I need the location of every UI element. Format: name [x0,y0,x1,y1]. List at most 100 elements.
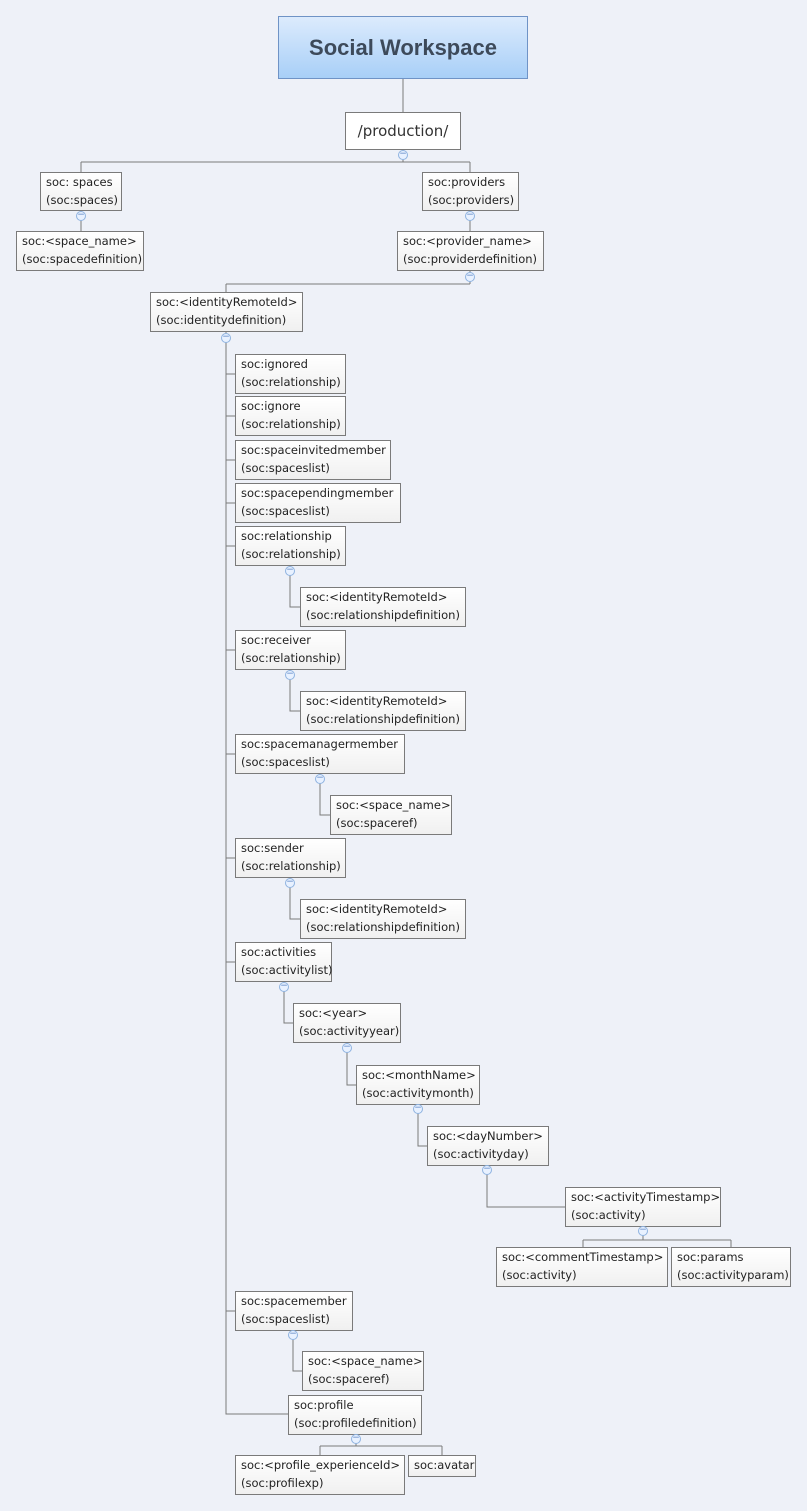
node-activityTimestamp[interactable]: soc:<activityTimestamp>(soc:activity) [565,1187,721,1227]
node-activities[interactable]: soc:activities (soc:activitylist) [235,942,332,982]
production-label: /production/ [357,122,449,140]
node-type: (soc:profiledefinition) [294,1416,417,1430]
connector-24 [582,1227,732,1247]
node-name: soc:receiver [241,633,311,647]
node-space-name[interactable]: soc:<space_name> (soc:spacedefinition) [16,231,144,271]
collapse-toggle-icon[interactable]: − [279,981,289,992]
node-identity[interactable]: soc:<identityRemoteId>(soc:identitydefin… [150,292,303,332]
collapse-toggle-icon[interactable]: − [285,669,295,680]
node-type: (soc:spaceref) [336,816,418,830]
node-name: soc:<space_name> [336,798,451,812]
node-name: soc:<provider_name> [403,234,532,248]
collapse-toggle-icon[interactable]: − [285,877,295,888]
node-type: (soc:spaceslist) [241,755,330,769]
node-spacependingmember[interactable]: soc:spacependingmember (soc:spaceslist) [235,483,401,523]
node-relationship-child[interactable]: soc:<identityRemoteId>(soc:relationshipd… [300,587,466,627]
node-name: soc:<identityRemoteId> [156,295,298,309]
node-monthName[interactable]: soc:<monthName> (soc:activitymonth) [356,1065,480,1105]
node-type: (soc:spacedefinition) [22,252,143,266]
node-name: soc:<dayNumber> [433,1129,543,1143]
collapse-toggle-icon[interactable]: − [638,1225,648,1236]
node-name: soc:<year> [299,1006,368,1020]
node-type: (soc:spaceref) [308,1372,390,1386]
node-type: (soc:relationship) [241,375,341,389]
node-relationship[interactable]: soc:relationship (soc:relationship) [235,526,346,566]
node-name: soc:spacependingmember [241,486,394,500]
collapse-toggle-icon[interactable]: − [398,149,408,160]
node-spacemanagermember[interactable]: soc:spacemanagermember(soc:spaceslist) [235,734,405,774]
node-name: soc:avatar [414,1458,475,1472]
node-sender-child[interactable]: soc:<identityRemoteId>(soc:relationshipd… [300,899,466,939]
node-ignored[interactable]: soc:ignored(soc:relationship) [235,354,346,394]
collapse-toggle-icon[interactable]: − [351,1433,361,1444]
node-ignore[interactable]: soc:ignore (soc:relationship) [235,396,346,436]
node-profile-experience[interactable]: soc:<profile_experienceId>(soc:profilexp… [235,1455,405,1495]
node-receiver-child[interactable]: soc:<identityRemoteId> (soc:relationshipd… [300,691,466,731]
node-type: (soc:providerdefinition) [403,252,538,266]
collapse-toggle-icon[interactable]: − [465,210,475,221]
node-type: (soc:relationshipdefinition) [306,920,460,934]
node-name: soc:providers [428,175,506,189]
node-type: (soc:activitylist) [241,963,333,977]
root-topic[interactable]: Social Workspace [278,16,528,79]
node-type: (soc:profilexp) [241,1476,324,1490]
node-type: (soc:relationshipdefinition) [306,712,460,726]
node-type: (soc:activity) [571,1208,646,1222]
collapse-toggle-icon[interactable]: − [288,1329,298,1340]
node-spaces[interactable]: soc: spaces (soc:spaces) [40,172,122,211]
node-type: (soc:activitymonth) [362,1086,474,1100]
node-name: soc:ignore [241,399,301,413]
connector-26 [319,1435,443,1455]
node-commentTimestamp[interactable]: soc:<commentTimestamp>(soc:activity) [496,1247,668,1287]
node-spacemember-child[interactable]: soc:<space_name> (soc:spaceref) [302,1351,424,1391]
connector-4 [225,271,471,292]
node-spaceinvitedmember[interactable]: soc:spaceinvitedmember(soc:spaceslist) [235,440,391,480]
connector-17 [289,670,300,712]
node-type: (soc:spaceslist) [241,504,330,518]
collapse-toggle-icon[interactable]: − [482,1164,492,1175]
node-name: soc: spaces [46,175,113,189]
collapse-toggle-icon[interactable]: − [342,1042,352,1053]
node-name: soc:params [677,1250,744,1264]
collapse-toggle-icon[interactable]: − [315,773,325,784]
node-name: soc:<identityRemoteId> [306,590,448,604]
collapse-toggle-icon[interactable]: − [285,565,295,576]
node-type: (soc:activityyear) [299,1024,400,1038]
node-year[interactable]: soc:<year> (soc:activityyear) [293,1003,401,1043]
connector-21 [346,1043,356,1086]
node-type: (soc:spaceslist) [241,461,330,475]
node-spacemember[interactable]: soc:spacemember(soc:spaceslist) [235,1291,353,1331]
node-name: soc:<space_name> [308,1354,423,1368]
production-node[interactable]: /production/ [345,112,461,150]
node-type: (soc:relationship) [241,859,341,873]
node-name: soc:<space_name> [22,234,137,248]
node-profile[interactable]: soc:profile(soc:profiledefinition) [288,1395,422,1435]
node-providers[interactable]: soc:providers(soc:providers) [422,172,519,211]
node-name: soc:relationship [241,529,332,543]
node-name: soc:<identityRemoteId> [306,694,448,708]
node-type: (soc:relationship) [241,417,341,431]
connector-19 [289,878,300,920]
node-avatar[interactable]: soc:avatar [408,1455,476,1477]
connector-22 [417,1105,427,1147]
root-title: Social Workspace [309,34,497,60]
connector-20 [283,982,293,1024]
node-name: soc:<monthName> [362,1068,476,1082]
node-type: (soc:spaces) [46,193,118,207]
node-name: soc:activities [241,945,317,959]
node-spacemanagermember-child[interactable]: soc:<space_name> (soc:spaceref) [330,795,452,835]
collapse-toggle-icon[interactable]: − [465,271,475,282]
connector-23 [486,1166,565,1208]
node-type: (soc:activityday) [433,1147,529,1161]
node-type: (soc:relationship) [241,651,341,665]
node-receiver[interactable]: soc:receiver (soc:relationship) [235,630,346,670]
node-provider-name[interactable]: soc:<provider_name> (soc:providerdefiniti… [397,231,544,271]
node-sender[interactable]: soc:sender(soc:relationship) [235,838,346,878]
node-params[interactable]: soc:params(soc:activityparam) [671,1247,791,1287]
node-dayNumber[interactable]: soc:<dayNumber> (soc:activityday) [427,1126,549,1166]
collapse-toggle-icon[interactable]: − [76,210,86,221]
node-type: (soc:relationship) [241,547,341,561]
collapse-toggle-icon[interactable]: − [221,332,231,343]
collapse-toggle-icon[interactable]: − [413,1103,423,1114]
